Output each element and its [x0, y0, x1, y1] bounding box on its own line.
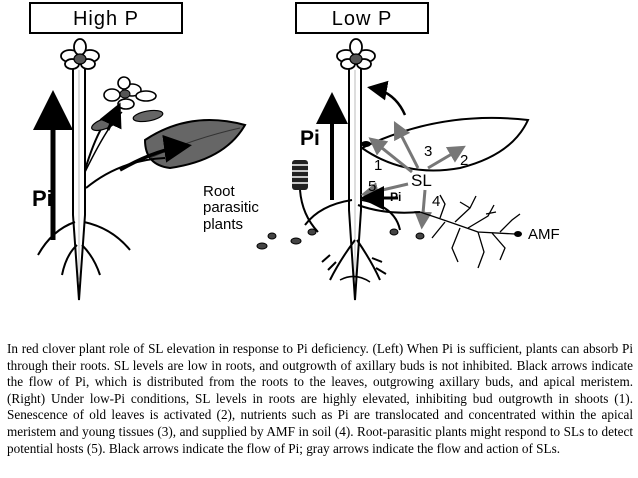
high-p-panel: High P Pi: [29, 2, 247, 301]
left-apical-flower-icon: [60, 38, 100, 70]
figure-caption: In red clover plant role of SL elevation…: [7, 341, 633, 456]
small-pi-label: Pi: [390, 190, 401, 204]
low-p-panel: Low P Pi SL: [203, 2, 560, 301]
left-pi-label: Pi: [32, 186, 53, 211]
number-1-label: 1: [374, 157, 382, 174]
left-large-leaf: [85, 119, 247, 189]
left-stem: [72, 63, 86, 301]
right-stem: [348, 63, 362, 301]
parasite-seeds: [256, 228, 425, 250]
amf-label: AMF: [528, 226, 560, 243]
parasitic-plant-icon: [292, 160, 319, 233]
diagram-figure: High P Pi: [29, 2, 560, 301]
root-parasitic-label-2: parasitic: [203, 199, 259, 216]
right-roots: [304, 199, 421, 283]
bud-outgrowth-arrow: [367, 80, 407, 116]
sl-label: SL: [411, 171, 432, 190]
axillary-bud-branch: [84, 76, 164, 173]
high-p-title-box: [29, 2, 183, 34]
axillary-flower-icon: [103, 76, 157, 110]
left-roots: [37, 221, 131, 276]
right-pi-label: Pi: [300, 127, 320, 150]
inhibited-bud: [361, 141, 371, 147]
senescent-leaf: [360, 116, 530, 172]
low-p-title-box: [295, 2, 429, 34]
number-5-label: 5: [368, 178, 376, 195]
high-p-title: High P: [73, 8, 139, 30]
low-p-title: Low P: [332, 8, 393, 30]
root-parasitic-label-3: plants: [203, 216, 243, 233]
amf-hyphae: [419, 194, 521, 269]
root-parasitic-label-1: Root: [203, 183, 236, 200]
number-2-label: 2: [460, 152, 468, 169]
right-apical-flower-icon: [336, 38, 376, 70]
number-3-label: 3: [424, 143, 432, 160]
number-4-label: 4: [432, 193, 440, 210]
amf-spore: [514, 231, 522, 237]
